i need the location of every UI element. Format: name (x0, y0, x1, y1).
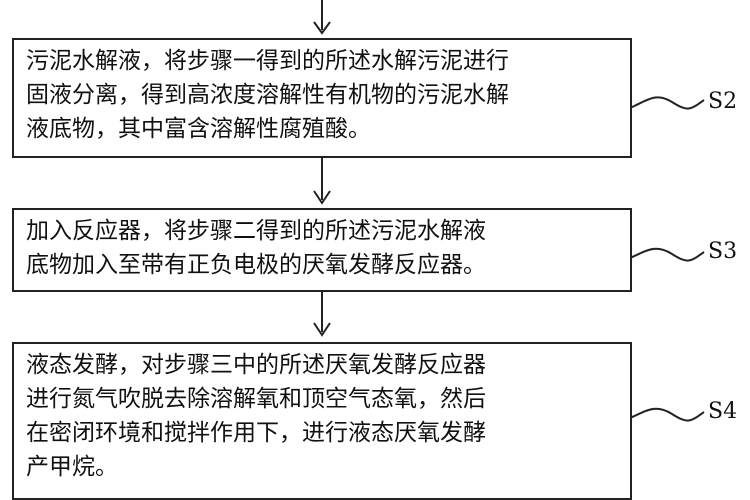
step-label-s2: S2 (708, 89, 738, 114)
step-s3-text-line: 底物加入至带有正负电极的厌氧发酵反应器。 (26, 252, 486, 278)
leader-s2 (629, 96, 705, 110)
step-label-s3: S3 (708, 239, 738, 264)
step-box-s2: 污泥水解液，将步骤一得到的所述水解污泥进行 固液分离，得到高浓度溶解性有机物的污… (12, 38, 632, 158)
step-s3-text-line: 加入反应器，将步骤二得到的所述污泥水解液 (26, 218, 486, 244)
step-s2-text-line: 液底物，其中富含溶解性腐殖酸。 (26, 116, 371, 142)
leader-s4 (629, 407, 705, 422)
step-s2-text-line: 污泥水解液，将步骤一得到的所述水解污泥进行 (26, 48, 509, 74)
step-s2-text-line: 固液分离，得到高浓度溶解性有机物的污泥水解 (26, 82, 509, 108)
step-s4-text-line: 在密闭环境和搅拌作用下，进行液态厌氧发酵 (26, 420, 486, 446)
step-s4-text-line: 液态发酵，对步骤三中的所述厌氧发酵反应器 (26, 352, 486, 378)
leader-s3 (629, 247, 705, 262)
step-box-s3: 加入反应器，将步骤二得到的所述污泥水解液 底物加入至带有正负电极的厌氧发酵反应器… (12, 208, 632, 292)
step-s4-text-line: 产甲烷。 (26, 454, 118, 480)
step-s4-text-line: 进行氮气吹脱去除溶解氧和顶空气态氧，然后 (26, 386, 486, 412)
step-box-s4: 液态发酵，对步骤三中的所述厌氧发酵反应器 进行氮气吹脱去除溶解氧和顶空气态氧，然… (12, 342, 632, 500)
step-label-s4: S4 (708, 399, 738, 424)
